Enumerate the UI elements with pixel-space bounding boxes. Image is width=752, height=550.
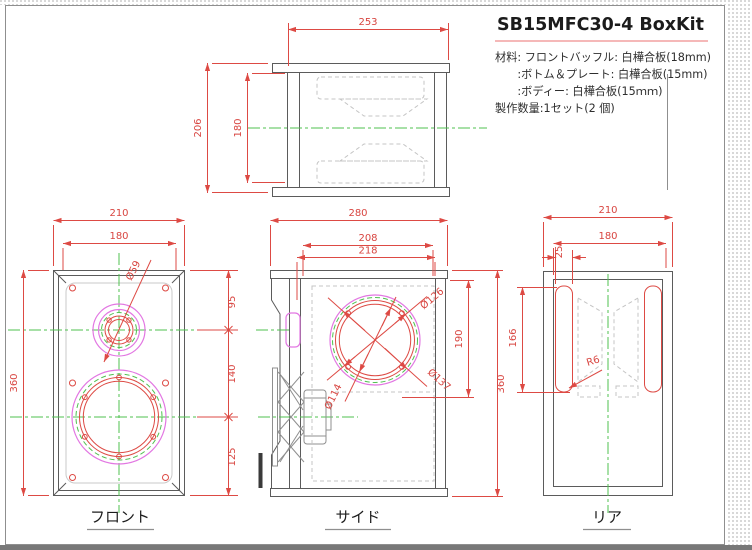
rear-view: R6 166 25 210 180 リア [508,205,673,531]
front-baffle-plan [287,72,300,188]
dim-side-depth-outer: 280 [348,208,367,219]
dim-side-height: 360 [496,374,507,393]
side-rear-wall [435,278,446,489]
drawing-title: SB15MFC30-4 BoxKit [497,15,704,35]
woofer-front [71,369,167,465]
dim-side-depth-inner-b: 218 [358,246,377,257]
side-view-dimensions: 280 208 218 190 360 [270,208,507,497]
top-view-dimensions: 253 206 180 [193,17,449,193]
dim-hole-center: 190 [454,329,465,348]
baffle-screw-holes [69,284,169,481]
woofer-side-section [258,367,332,488]
front-view-label: フロント [90,508,150,526]
dim-rear-width-inner: 180 [598,231,617,242]
dim-woofer-from-bottom: 125 [227,447,238,466]
side-top-plate [270,270,448,279]
baffle-chamfer-profile [271,278,281,489]
side-hole-pattern [329,294,421,386]
dim-top-depth-outer: 206 [193,118,204,137]
quantity-line: 製作数量:1セット(2 個) [495,101,615,115]
rear-view-label: リア [592,508,622,526]
rear-view-dimensions: R6 166 25 210 180 [508,205,673,393]
dim-top-width: 253 [358,17,377,28]
hidden-cavity-outline [311,285,435,482]
dim-slot-height: 166 [508,328,519,347]
side-bottom-plate [270,488,448,497]
front-view: Ø59 210 180 360 95 140 125 フロント [8,208,238,531]
top-view: 253 206 180 [193,17,487,197]
dim-front-width-inner: 180 [109,231,128,242]
dim-tweeter-from-top: 95 [227,296,238,309]
tweeter-front [92,303,146,357]
dim-slot-width: 25 [554,246,565,259]
dim-top-depth-inner: 180 [233,118,244,137]
material-line-1: 材料: フロントバッフル: 白樺合板(18mm) [495,50,711,64]
dim-driver-spacing: 140 [227,364,238,383]
material-line-2: :ボトム＆プレート: 白樺合板(15mm) [495,67,707,81]
dim-corner-radius: R6 [585,354,601,368]
bottom-plate [272,187,450,197]
hidden-internal-plan [316,76,429,184]
rear-panel-plan [434,72,447,188]
top-plate [272,63,450,73]
dim-side-depth-inner-a: 208 [358,233,377,244]
dim-front-height: 360 [9,373,20,392]
side-view-label: サイド [335,508,380,526]
dim-rear-width-outer: 210 [598,205,617,216]
rear-hidden-structure [577,297,639,398]
material-line-3: :ボディー: 白樺合板(15ｍｍ) [495,84,663,98]
dim-front-width-outer: 210 [109,208,128,219]
rear-slot-right [644,285,662,393]
front-corner-chamfers [53,270,185,496]
title-block: SB15MFC30-4 BoxKit 材料: フロントバッフル: 白樺合板(18… [495,15,711,190]
